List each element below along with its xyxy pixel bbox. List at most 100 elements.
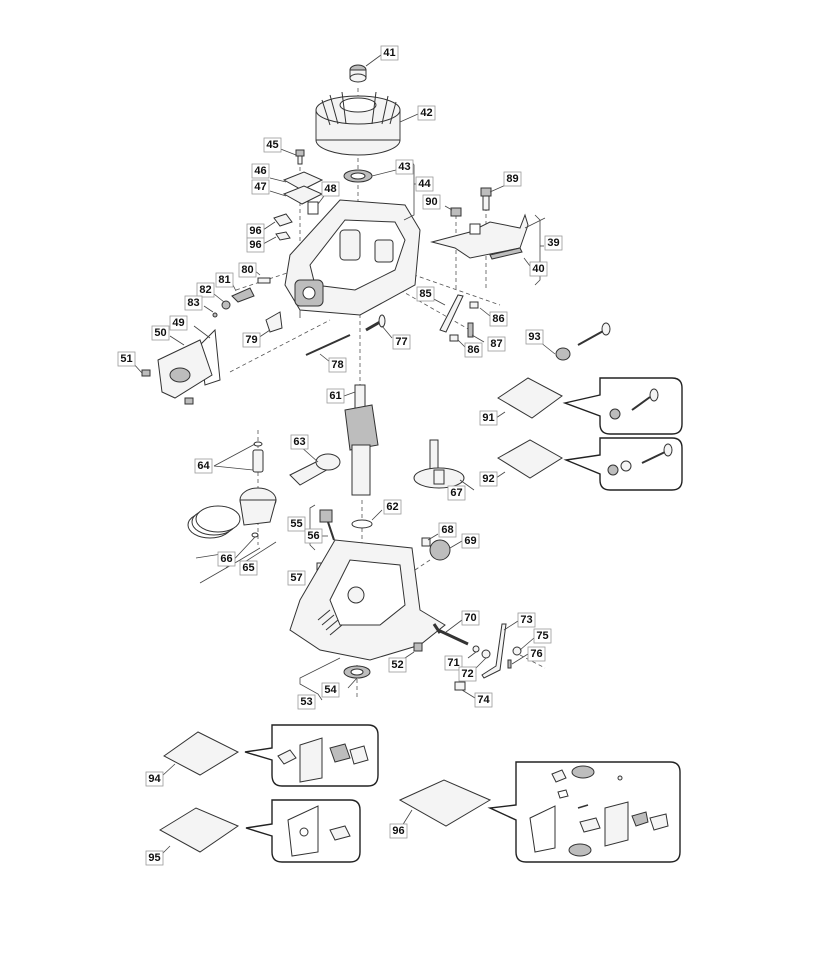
svg-text:85: 85 <box>419 288 431 300</box>
label-96-a[interactable]: 96 <box>246 223 265 239</box>
part-54-oil-seal <box>343 665 371 679</box>
label-93[interactable]: 93 <box>525 329 544 345</box>
label-81[interactable]: 81 <box>215 272 234 288</box>
part-86-screw-a <box>469 301 479 309</box>
label-86-b[interactable]: 86 <box>464 342 483 358</box>
label-55[interactable]: 55 <box>287 516 306 532</box>
svg-text:92: 92 <box>482 473 494 485</box>
svg-text:62: 62 <box>386 501 398 513</box>
label-63[interactable]: 63 <box>290 434 309 450</box>
label-85[interactable]: 85 <box>416 286 435 302</box>
part-47-gasket <box>282 185 324 205</box>
label-44[interactable]: 44 <box>415 176 434 192</box>
label-56[interactable]: 56 <box>304 528 323 544</box>
svg-text:96: 96 <box>249 225 261 237</box>
svg-text:86: 86 <box>467 344 479 356</box>
label-53[interactable]: 53 <box>297 694 316 710</box>
part-86-screw-b <box>449 334 459 342</box>
label-78[interactable]: 78 <box>328 357 347 373</box>
label-68[interactable]: 68 <box>438 522 457 538</box>
part-44-crankcase <box>284 199 421 318</box>
label-62[interactable]: 62 <box>383 499 402 515</box>
label-86-a[interactable]: 86 <box>489 311 508 327</box>
part-68-screw <box>421 537 431 547</box>
label-95[interactable]: 95 <box>145 850 164 866</box>
label-73[interactable]: 73 <box>517 612 536 628</box>
label-61[interactable]: 61 <box>326 388 345 404</box>
svg-text:76: 76 <box>530 648 542 660</box>
label-57[interactable]: 57 <box>287 570 306 586</box>
label-49[interactable]: 49 <box>169 315 188 331</box>
label-96-b[interactable]: 96 <box>246 237 265 253</box>
svg-text:50: 50 <box>154 327 166 339</box>
kit-94 <box>163 724 379 787</box>
label-89[interactable]: 89 <box>503 171 522 187</box>
part-65-clip <box>251 532 259 538</box>
label-96-c[interactable]: 96 <box>389 823 408 839</box>
label-75[interactable]: 75 <box>533 628 552 644</box>
label-69[interactable]: 69 <box>461 533 480 549</box>
part-46-plate <box>282 171 324 191</box>
label-50[interactable]: 50 <box>151 325 170 341</box>
kit-92 <box>497 437 683 491</box>
part-67-camshaft <box>413 439 465 489</box>
part-48-block <box>307 201 319 215</box>
label-79[interactable]: 79 <box>242 332 261 348</box>
label-41[interactable]: 41 <box>380 45 399 61</box>
label-90[interactable]: 90 <box>422 194 441 210</box>
part-39-throttle-bracket <box>430 213 529 259</box>
label-87[interactable]: 87 <box>487 336 506 352</box>
label-77[interactable]: 77 <box>392 334 411 350</box>
label-65[interactable]: 65 <box>239 560 258 576</box>
label-43[interactable]: 43 <box>395 159 414 175</box>
label-92[interactable]: 92 <box>479 471 498 487</box>
label-74[interactable]: 74 <box>474 692 493 708</box>
svg-text:73: 73 <box>520 614 532 626</box>
label-71[interactable]: 71 <box>444 655 463 671</box>
svg-text:66: 66 <box>220 553 232 565</box>
svg-text:83: 83 <box>187 297 199 309</box>
label-42[interactable]: 42 <box>417 105 436 121</box>
svg-text:95: 95 <box>148 852 160 864</box>
svg-text:67: 67 <box>450 487 462 499</box>
svg-text:65: 65 <box>242 562 254 574</box>
part-56-sensor <box>319 509 335 541</box>
svg-text:94: 94 <box>148 773 161 785</box>
label-48[interactable]: 48 <box>321 181 340 197</box>
label-91[interactable]: 91 <box>479 410 498 426</box>
part-85-lever <box>439 294 464 333</box>
label-80[interactable]: 80 <box>238 262 257 278</box>
svg-text:96: 96 <box>392 825 404 837</box>
kit-91 <box>497 377 683 435</box>
label-51[interactable]: 51 <box>117 351 136 367</box>
label-82[interactable]: 82 <box>196 282 215 298</box>
svg-text:61: 61 <box>329 390 341 402</box>
part-83-ball <box>212 312 218 318</box>
label-39[interactable]: 39 <box>544 235 563 251</box>
label-40[interactable]: 40 <box>529 261 548 277</box>
part-42-flywheel <box>315 91 401 156</box>
label-45[interactable]: 45 <box>263 137 282 153</box>
label-76[interactable]: 76 <box>527 646 546 662</box>
label-52[interactable]: 52 <box>388 657 407 673</box>
label-70[interactable]: 70 <box>461 610 480 626</box>
label-47[interactable]: 47 <box>251 179 270 195</box>
svg-text:63: 63 <box>293 436 305 448</box>
part-96-gasket-b <box>275 231 291 241</box>
part-69-governor <box>429 539 451 561</box>
part-80-nipple <box>257 277 271 284</box>
label-46[interactable]: 46 <box>251 163 270 179</box>
label-67[interactable]: 67 <box>447 485 466 501</box>
label-83[interactable]: 83 <box>184 295 203 311</box>
part-71-washer <box>472 645 480 653</box>
kit-96 <box>398 761 681 863</box>
label-66[interactable]: 66 <box>217 551 236 567</box>
label-72[interactable]: 72 <box>458 666 477 682</box>
label-64[interactable]: 64 <box>194 458 213 474</box>
part-61-crankshaft <box>344 384 379 496</box>
svg-text:48: 48 <box>324 183 336 195</box>
label-94[interactable]: 94 <box>145 771 164 787</box>
svg-text:54: 54 <box>324 684 337 696</box>
label-54[interactable]: 54 <box>321 682 340 698</box>
